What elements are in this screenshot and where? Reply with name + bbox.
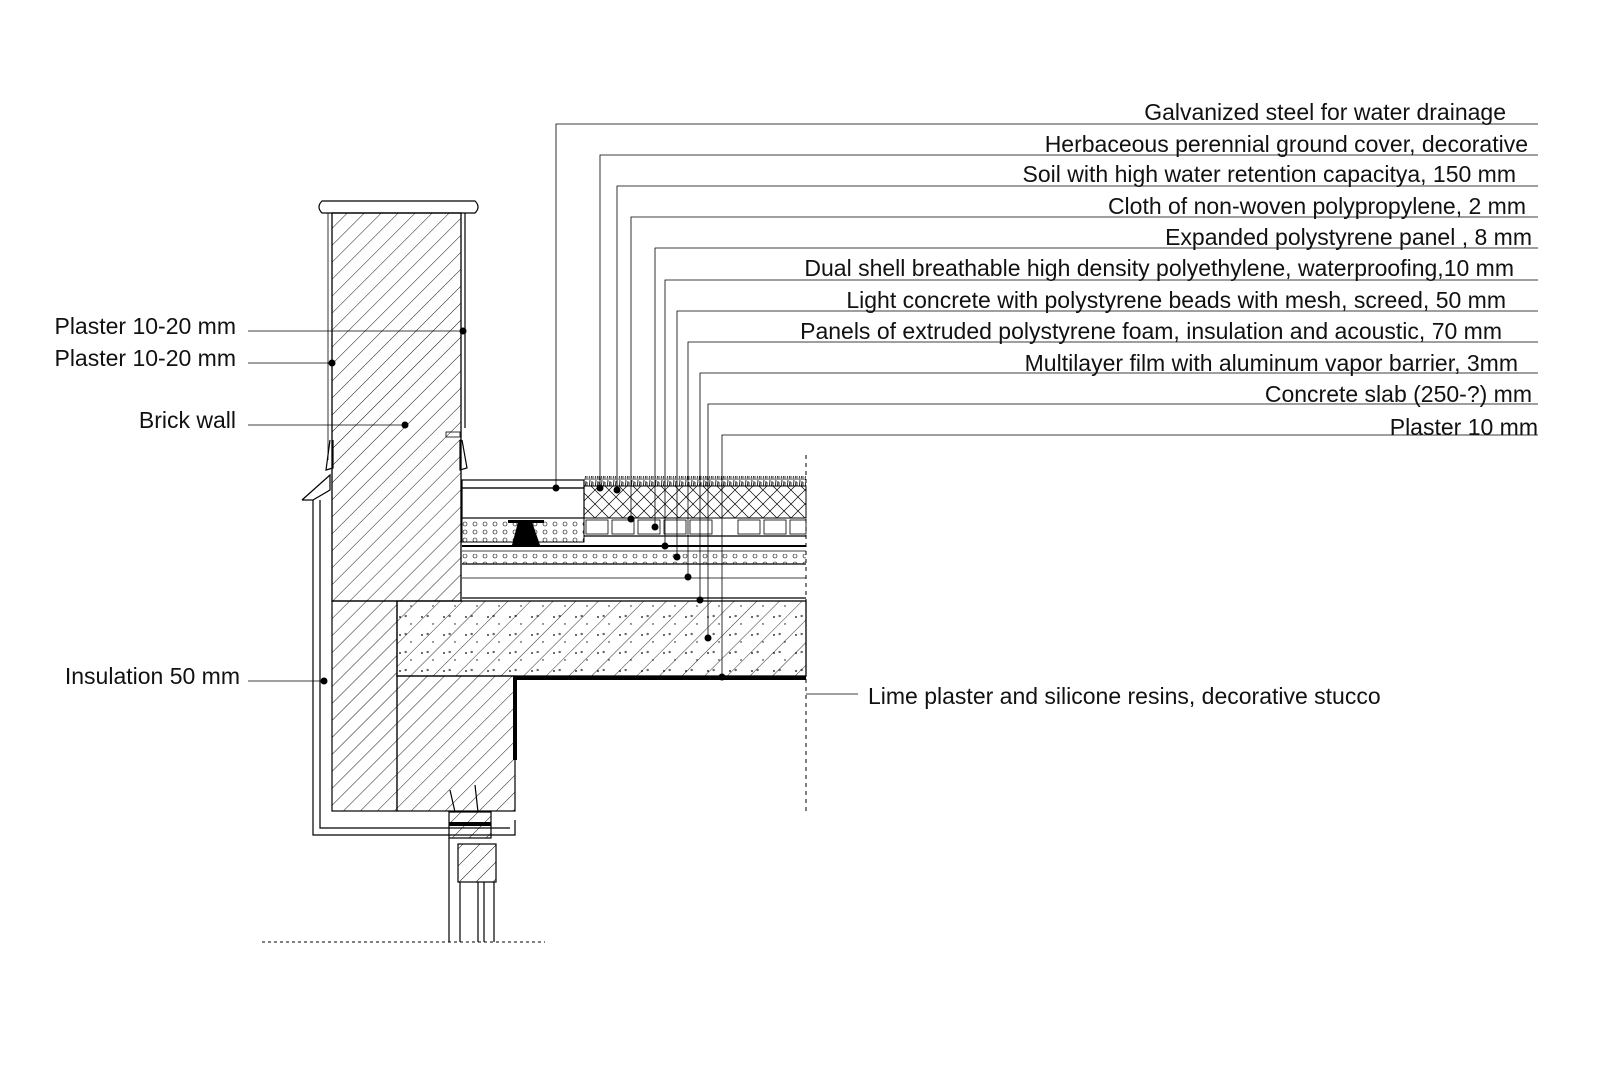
left-leaders	[248, 327, 467, 685]
section-geometry	[262, 200, 807, 943]
label-plaster-inner: Plaster 10-20 mm	[54, 313, 236, 339]
label-plaster-outer: Plaster 10-20 mm	[54, 345, 236, 371]
label-plaster-10: Plaster 10 mm	[1390, 414, 1538, 440]
label-eps-panel: Expanded polystyrene panel , 8 mm	[1165, 224, 1532, 250]
right-leader-dots	[552, 484, 726, 681]
label-lime-plaster: Lime plaster and silicone resins, decora…	[868, 683, 1381, 709]
label-galvanized-steel: Galvanized steel for water drainage	[1144, 99, 1506, 125]
eps-cells	[585, 519, 807, 535]
label-light-concrete: Light concrete with polystyrene beads wi…	[846, 287, 1506, 313]
label-concrete-slab: Concrete slab (250-?) mm	[1265, 381, 1532, 407]
left-label-group: Plaster 10-20 mm Plaster 10-20 mm Brick …	[54, 313, 240, 689]
label-hdpe-waterproofing: Dual shell breathable high density polye…	[804, 255, 1514, 281]
label-soil: Soil with high water retention capacitya…	[1023, 161, 1516, 187]
label-herbaceous-cover: Herbaceous perennial ground cover, decor…	[1045, 131, 1528, 157]
label-xps-panels: Panels of extruded polystyrene foam, ins…	[800, 318, 1502, 344]
label-vapor-barrier: Multilayer film with aluminum vapor barr…	[1025, 350, 1518, 376]
right-leaders	[555, 123, 1538, 677]
right-label-group: Galvanized steel for water drainage Herb…	[800, 99, 1538, 440]
label-brick-wall: Brick wall	[139, 407, 236, 433]
window-frame	[448, 784, 497, 942]
label-insulation: Insulation 50 mm	[65, 663, 240, 689]
label-nonwoven-cloth: Cloth of non-woven polypropylene, 2 mm	[1108, 193, 1526, 219]
